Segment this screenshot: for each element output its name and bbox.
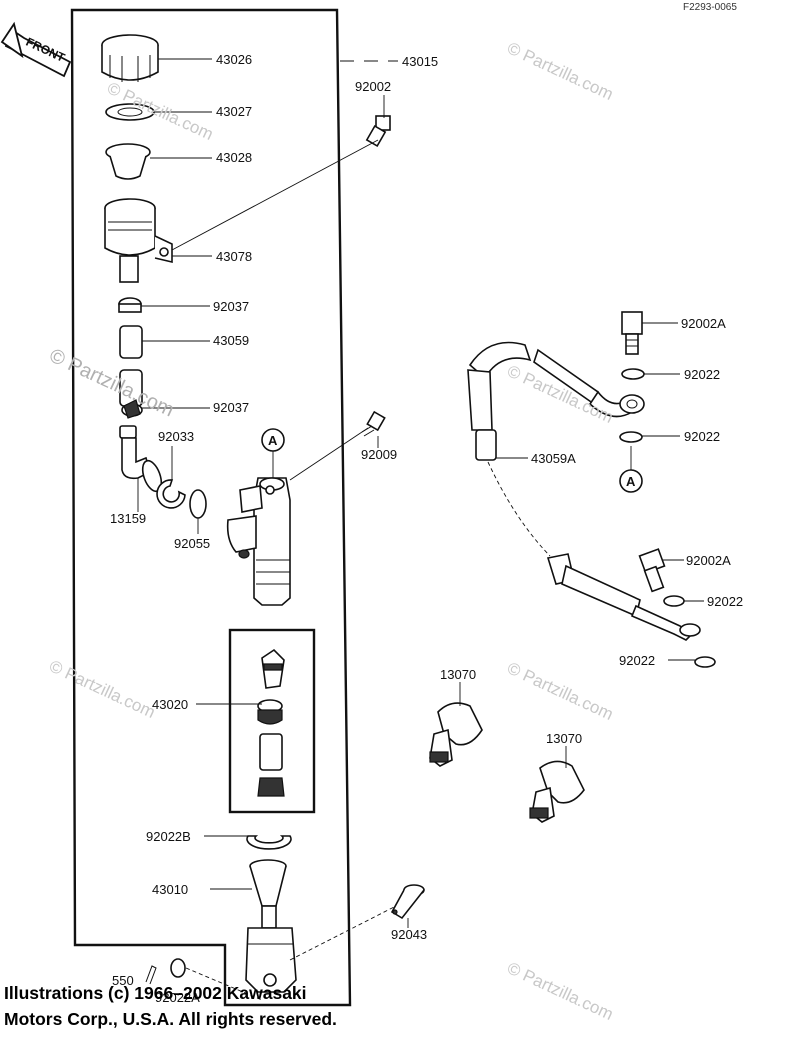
callout-92022-bottom: 92022 — [619, 653, 655, 668]
callout-13070-b: 13070 — [546, 731, 582, 746]
cotter-pin-part — [145, 965, 157, 985]
piston-kit-box — [228, 628, 316, 814]
washer-a-part — [170, 958, 186, 978]
watermark-6: © Partzilla.com — [504, 658, 616, 724]
callout-43059: 43059 — [213, 333, 249, 348]
callout-43015: 43015 — [402, 54, 438, 69]
callout-43059A: 43059A — [531, 451, 576, 466]
leader-lines — [137, 58, 704, 1001]
bolt-92009-part — [361, 410, 386, 437]
callout-13159: 13159 — [110, 511, 146, 526]
callout-43028: 43028 — [216, 150, 252, 165]
circlip-b-part — [246, 835, 292, 850]
reservoir-cap-part — [101, 34, 159, 82]
callout-92009: 92009 — [361, 447, 397, 462]
marker-a-right: A — [619, 446, 643, 493]
washer-mid-part — [619, 431, 643, 443]
callout-92002: 92002 — [355, 79, 391, 94]
reference-code: F2293-0065 — [683, 2, 737, 13]
copyright-notice: Illustrations (c) 1966–2002 Kawasaki Mot… — [4, 980, 564, 1032]
marker-a-left: A — [261, 428, 285, 478]
o-ring-part — [189, 489, 207, 519]
clevis-pin-part — [390, 884, 425, 920]
brake-hose-part — [467, 341, 701, 641]
callout-92055: 92055 — [174, 536, 210, 551]
hose-fitting-part — [119, 425, 163, 493]
callout-92022-mid: 92022 — [684, 429, 720, 444]
callout-92037-lower: 92037 — [213, 400, 249, 415]
watermark-5: © Partzilla.com — [46, 656, 158, 722]
copyright-line-2: Motors Corp., U.S.A. All rights reserved… — [4, 1009, 337, 1029]
callout-43078: 43078 — [216, 249, 252, 264]
hose-clamp-lower-part — [121, 399, 143, 419]
banjo-bolt-top-part — [621, 311, 643, 355]
hose-clamp-part — [118, 297, 142, 313]
copyright-line-1: Illustrations (c) 1966–2002 Kawasaki — [4, 983, 307, 1003]
callout-92022B: 92022B — [146, 829, 191, 844]
callout-43020: 43020 — [152, 697, 188, 712]
callout-labels: 43026 43015 92002 43027 43028 43078 9203… — [110, 52, 743, 1005]
reservoir-part — [104, 198, 173, 283]
marker-a-right-label: A — [626, 474, 636, 489]
callout-92037-upper: 92037 — [213, 299, 249, 314]
watermarks: © Partzilla.com © Partzilla.com © Partzi… — [46, 38, 616, 1024]
piston-kit-part — [257, 648, 285, 797]
watermark-3: © Partzilla.com — [46, 345, 177, 422]
bolt-92002-part — [365, 115, 391, 148]
washer-bottom-part — [694, 656, 716, 668]
hose-clamp-13070-b-part — [529, 760, 585, 823]
callout-43027: 43027 — [216, 104, 252, 119]
callout-92022-lower: 92022 — [707, 594, 743, 609]
callout-92022-top: 92022 — [684, 367, 720, 382]
banjo-bolt-lower-part — [638, 548, 666, 593]
callout-13070-a: 13070 — [440, 667, 476, 682]
callout-92043: 92043 — [391, 927, 427, 942]
marker-a-left-label: A — [268, 433, 278, 448]
washer-top-part — [621, 368, 645, 380]
hose-clamp-13070-a-part — [429, 702, 483, 767]
callout-550: 550 — [112, 973, 134, 988]
assembly-frame — [70, 8, 352, 1007]
callout-43026: 43026 — [216, 52, 252, 67]
callout-92022A: 92022A — [155, 990, 200, 1005]
washer-lower-part — [663, 595, 685, 607]
front-arrow-icon: FRONT — [0, 21, 72, 78]
callout-43010: 43010 — [152, 882, 188, 897]
callout-92002A-top: 92002A — [681, 316, 726, 331]
callout-92033: 92033 — [158, 429, 194, 444]
diaphragm-part — [105, 143, 151, 180]
circlip-part — [156, 479, 186, 509]
push-rod-part — [245, 859, 297, 993]
watermark-1: © Partzilla.com — [504, 38, 616, 104]
master-cylinder-body-part — [226, 477, 291, 606]
reservoir-hose-part — [119, 325, 143, 407]
callout-92002A-lower: 92002A — [686, 553, 731, 568]
